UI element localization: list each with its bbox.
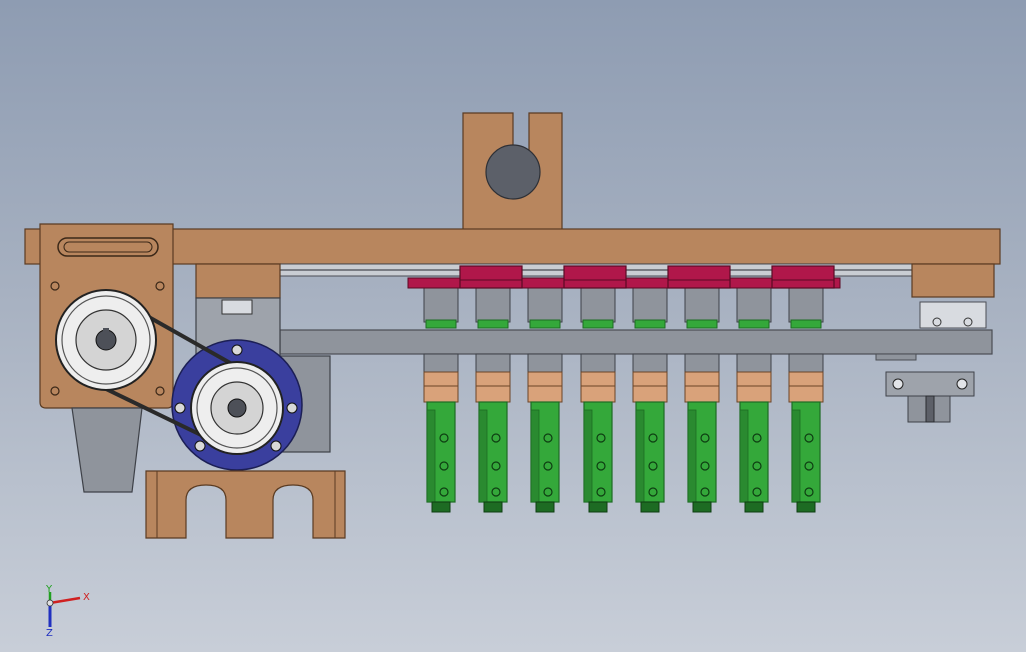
axis-x-label: X — [83, 592, 90, 603]
solenoid-valve[interactable] — [788, 277, 824, 513]
slider-block[interactable] — [459, 265, 523, 289]
valve-group[interactable] — [423, 277, 824, 513]
right-end-bracket[interactable] — [911, 263, 995, 329]
solenoid-valve[interactable] — [684, 277, 720, 513]
slider-block-group[interactable] — [407, 265, 841, 289]
slider-block[interactable] — [771, 265, 835, 289]
solenoid-valve[interactable] — [475, 277, 511, 513]
coordinate-triad: X Y Z — [45, 584, 90, 639]
axis-y-label: Y — [45, 584, 53, 595]
slider-block[interactable] — [667, 265, 731, 289]
lower-support-bar[interactable] — [279, 329, 993, 355]
driven-pulley-right[interactable] — [190, 361, 284, 455]
top-clamp-block[interactable] — [462, 112, 563, 233]
solenoid-valve[interactable] — [527, 277, 563, 513]
solenoid-valve[interactable] — [580, 277, 616, 513]
bottom-shaft-support[interactable] — [145, 470, 346, 539]
solenoid-valve[interactable] — [423, 277, 459, 513]
axis-z-label: Z — [46, 628, 53, 639]
sensor-bracket[interactable] — [875, 353, 975, 423]
solenoid-valve[interactable] — [736, 277, 772, 513]
main-beam[interactable] — [24, 228, 1001, 265]
solenoid-valve[interactable] — [632, 277, 668, 513]
drive-pulley-left[interactable] — [55, 289, 157, 391]
slider-block[interactable] — [563, 265, 627, 289]
clamp-bore — [485, 144, 541, 200]
